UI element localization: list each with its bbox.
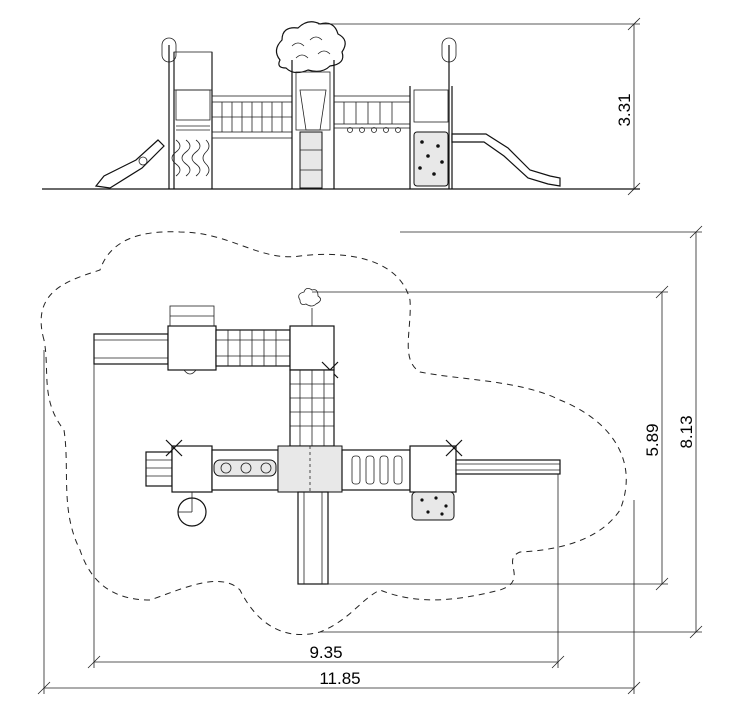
plan-tree-icon bbox=[298, 288, 321, 307]
climbing-wall bbox=[413, 131, 449, 187]
right-tower bbox=[409, 37, 457, 189]
left-bridge bbox=[211, 95, 293, 139]
left-slide bbox=[94, 139, 165, 189]
plan-right-slide bbox=[455, 459, 561, 475]
width-inner-dimension-label: 9.35 bbox=[309, 643, 342, 662]
plan-bottom-slide bbox=[297, 491, 329, 585]
height-dimension bbox=[318, 17, 641, 196]
plan-view bbox=[37, 225, 703, 695]
elevation-view bbox=[42, 17, 641, 196]
plan-bottom-left-deck bbox=[171, 445, 213, 493]
right-bridge bbox=[333, 95, 411, 133]
central-tower bbox=[275, 21, 346, 189]
plan-climbing-wall bbox=[411, 491, 455, 521]
plan-left-slide bbox=[93, 333, 169, 365]
plan-top-right-deck bbox=[289, 325, 335, 371]
safety-zone-outline bbox=[40, 231, 627, 636]
plan-dimensions bbox=[37, 225, 703, 695]
right-slide bbox=[451, 133, 561, 187]
width-outer-dimension-label: 11.85 bbox=[319, 669, 360, 688]
plan-top-bridge bbox=[215, 329, 291, 367]
left-tower bbox=[161, 37, 213, 189]
depth-outer-dimension-label: 8.13 bbox=[677, 415, 696, 448]
plan-left-climber bbox=[145, 451, 173, 487]
depth-inner-dimension-label: 5.89 bbox=[643, 423, 662, 456]
height-dimension-label: 3.31 bbox=[615, 93, 634, 126]
plan-top-left-deck bbox=[167, 325, 217, 371]
tree-roof bbox=[275, 21, 346, 74]
